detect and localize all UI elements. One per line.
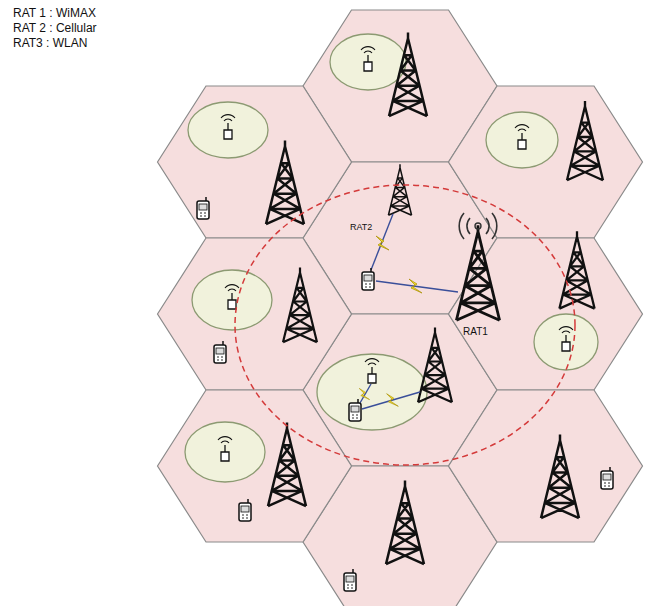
cellular-towers	[266, 33, 603, 565]
link-label: RAT1	[463, 326, 488, 338]
wimax-tower	[456, 213, 499, 320]
access-points	[218, 47, 573, 461]
hexagonal-cells	[158, 10, 643, 606]
radio-links	[360, 214, 458, 409]
legend-line: RAT 2 : Cellular	[13, 22, 97, 36]
legend-line: RAT 1 : WiMAX	[13, 7, 96, 21]
link-bolts	[359, 236, 422, 406]
wimax-coverage	[235, 185, 575, 465]
mobile-phones	[197, 197, 613, 591]
legend-line: RAT3 : WLAN	[13, 37, 87, 51]
link-label: RAT2	[350, 222, 372, 232]
